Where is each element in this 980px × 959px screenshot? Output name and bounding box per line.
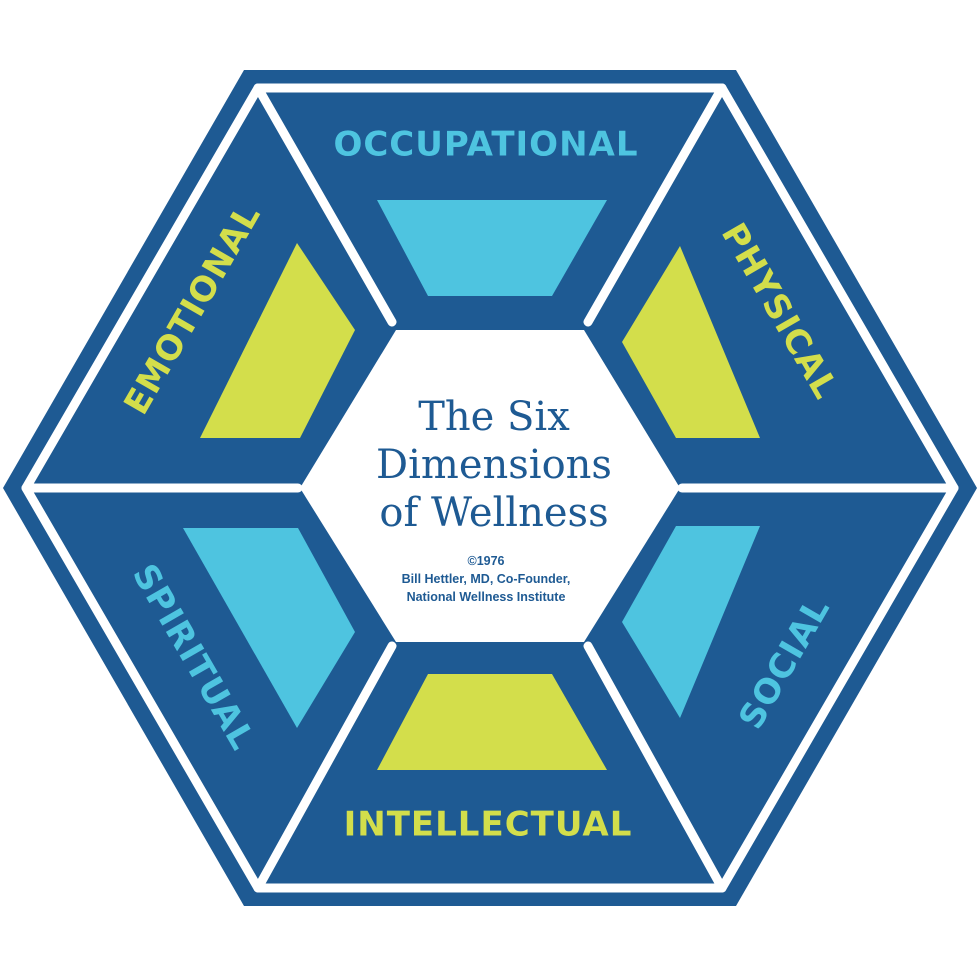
center-hexagon xyxy=(300,330,680,642)
segment-dividers xyxy=(21,83,959,893)
intellectual-label: INTELLECTUAL xyxy=(344,805,633,845)
title-line-2: Dimensions xyxy=(376,442,612,488)
emotional-panel xyxy=(200,243,355,438)
copyright-year: ©1976 xyxy=(467,554,504,568)
occupational-panel xyxy=(377,200,607,296)
title-line-3: of Wellness xyxy=(379,490,608,536)
title-line-1: The Six xyxy=(418,394,570,440)
social-panel xyxy=(622,526,760,718)
occupational-label: OCCUPATIONAL xyxy=(333,125,638,165)
credit-institute: National Wellness Institute xyxy=(407,590,566,604)
spiritual-panel xyxy=(183,528,355,728)
credit-author: Bill Hettler, MD, Co-Founder, xyxy=(402,572,571,586)
intellectual-panel xyxy=(377,674,607,770)
physical-panel xyxy=(622,246,760,438)
